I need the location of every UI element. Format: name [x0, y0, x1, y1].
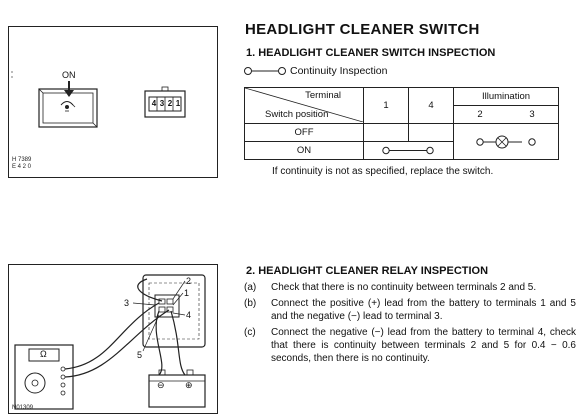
- legend-label: Continuity Inspection: [290, 65, 388, 77]
- pin-label: 4: [151, 99, 157, 108]
- section1-note: If continuity is not as specified, repla…: [272, 166, 494, 177]
- connector-pin-labels: 4 3 2 1: [150, 99, 182, 108]
- terminal-label: 3: [124, 298, 130, 308]
- col-header: 2: [453, 105, 506, 124]
- on-label: ON: [62, 70, 76, 80]
- continuity-symbol-icon: [243, 65, 287, 77]
- table-cell: [408, 123, 454, 142]
- col-header: 3: [506, 105, 559, 124]
- switch-connector: [144, 86, 186, 118]
- figure-code: E 4 2 0: [12, 164, 32, 170]
- test-leads: [64, 278, 186, 378]
- switch-figure: ON 4 3 2 1 H 7389 E 4 2 0: [8, 26, 218, 178]
- col-header: 1: [363, 87, 409, 124]
- terminal-label: 5: [137, 350, 143, 360]
- step-text: Check that there is no continuity betwee…: [271, 282, 537, 293]
- continuity-table: Terminal Switch position 1 4 Illuminatio…: [244, 87, 559, 160]
- switch-illustration: [11, 71, 186, 128]
- section1-heading: 1. HEADLIGHT CLEANER SWITCH INSPECTION: [246, 47, 496, 59]
- step-text: Connect the positive (+) lead from the b…: [271, 298, 576, 322]
- section2-heading: 2. HEADLIGHT CLEANER RELAY INSPECTION: [246, 265, 489, 277]
- terminal-label: 4: [186, 310, 192, 320]
- list-item: (c) Connect the negative (−) lead from t…: [244, 326, 576, 365]
- lamp-continuity-icon: [476, 135, 536, 148]
- step-label: (b): [244, 298, 257, 309]
- list-item: (a) Check that there is no continuity be…: [244, 281, 576, 294]
- figure-code: H 7389: [12, 157, 32, 163]
- meter-symbol: Ω: [40, 349, 47, 359]
- on-arrow-icon: [64, 81, 74, 97]
- continuity-symbol-icon: [382, 146, 434, 155]
- relay-figure: Ω 2 1 3 4 5 ⊖ ⊕ N01309: [8, 264, 218, 414]
- row-label: ON: [244, 141, 364, 160]
- on-continuity-cell: [363, 141, 454, 160]
- pin-label: 2: [167, 99, 173, 108]
- col-header: 4: [408, 87, 454, 124]
- figure-code: N01309: [12, 405, 34, 411]
- ohmmeter: [14, 344, 74, 410]
- continuity-legend: Continuity Inspection: [243, 65, 387, 77]
- illumination-header: Illumination: [453, 87, 559, 106]
- relay-illustration: [14, 274, 206, 410]
- page-title: HEADLIGHT CLEANER SWITCH: [245, 21, 480, 38]
- battery: [148, 369, 206, 408]
- relay-body: [142, 274, 206, 348]
- step-label: (c): [244, 327, 256, 338]
- terminal-label: 2: [186, 276, 192, 286]
- table-cell: [363, 123, 409, 142]
- pin-label: 1: [175, 99, 181, 108]
- list-item: (b) Connect the positive (+) lead from t…: [244, 297, 576, 323]
- relay-steps: (a) Check that there is no continuity be…: [244, 281, 576, 368]
- pin-label: 3: [159, 99, 165, 108]
- battery-minus-label: ⊖: [157, 380, 165, 390]
- illumination-continuity-cell: [453, 123, 559, 160]
- switch-position-header: Switch position: [265, 109, 329, 120]
- step-text: Connect the negative (−) lead from the b…: [271, 327, 576, 364]
- row-label: OFF: [244, 123, 364, 142]
- label-leaders: [132, 280, 186, 352]
- battery-plus-label: ⊕: [185, 380, 193, 390]
- step-label: (a): [244, 282, 257, 293]
- header-diagonal-cell: Terminal Switch position: [244, 87, 364, 124]
- terminal-header: Terminal: [305, 90, 341, 101]
- terminal-label: 1: [184, 288, 190, 298]
